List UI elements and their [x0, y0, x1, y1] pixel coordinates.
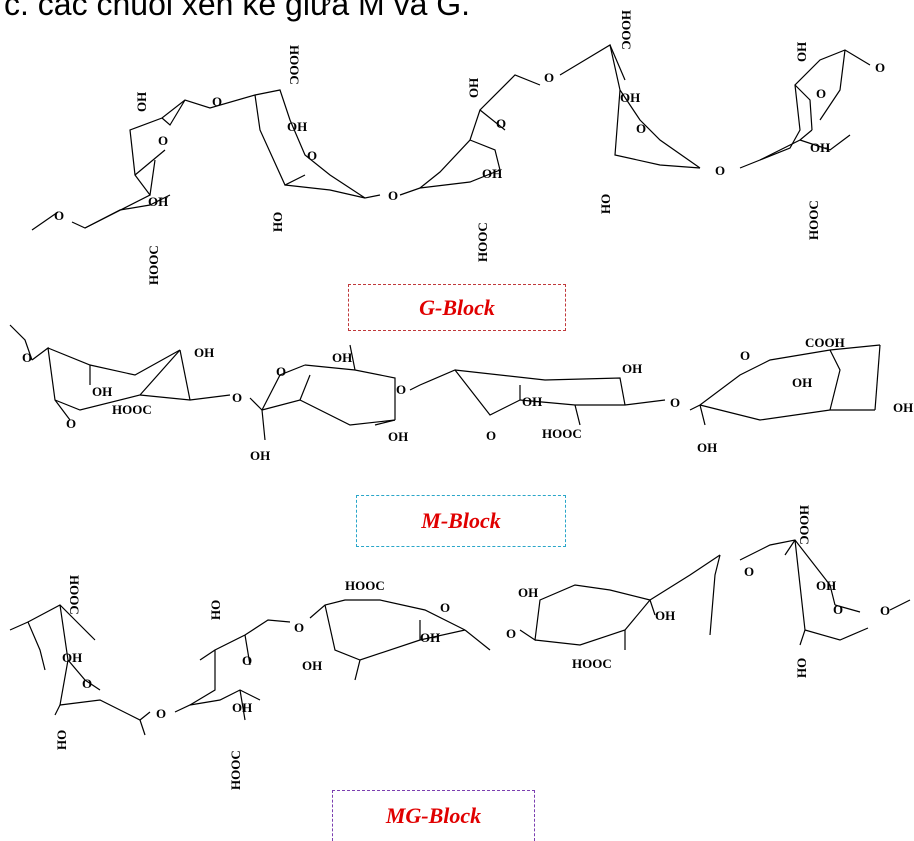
mg-block-label: MG-Block: [332, 790, 535, 841]
m-oh-label: OH: [792, 375, 812, 390]
m-oh-label: OH: [522, 394, 542, 409]
g-oh-label: OH: [810, 140, 830, 155]
caption-text: c. các chuỗi xen kẽ giữa M và G.: [4, 0, 471, 22]
m-hooc-label: HOOC: [112, 402, 152, 417]
m-oh-label: OH: [622, 361, 642, 376]
mg-o-label: O: [156, 706, 166, 721]
g-o-label: O: [307, 148, 317, 163]
g-oh-label: OH: [794, 42, 809, 62]
m-o-label: O: [276, 364, 286, 379]
mg-oh-label: OH: [302, 658, 322, 673]
mg-block-labels: HOOC OH O HO O HO O OH HOOC O HOOC O OH …: [54, 505, 890, 790]
mg-o-label: O: [82, 676, 92, 691]
mg-o-label: O: [833, 602, 843, 617]
m-oh-label: OH: [194, 345, 214, 360]
m-oh-label: OH: [388, 429, 408, 444]
m-block-labels: O OH OH HOOC O O O OH OH OH O OH OH HOOC…: [22, 335, 913, 463]
g-o-label: O: [544, 70, 554, 85]
g-hooc-label: HOOC: [806, 200, 821, 240]
g-hooc-label: HOOC: [287, 45, 302, 85]
mg-hooc-label: HOOC: [345, 578, 385, 593]
mg-oh-label: OH: [62, 650, 82, 665]
g-o-label: O: [388, 188, 398, 203]
g-block-labels: OH O OH HOOC O O HOOC OH O HO O OH O OH …: [54, 10, 885, 285]
g-hooc-label: HOOC: [146, 245, 161, 285]
mg-oh-label: OH: [518, 585, 538, 600]
mg-ho-label: HO: [54, 730, 69, 750]
mg-o-label: O: [744, 564, 754, 579]
m-o-label: O: [396, 382, 406, 397]
m-o-label: O: [740, 348, 750, 363]
mg-oh-label: OH: [232, 700, 252, 715]
g-o-label: O: [816, 86, 826, 101]
g-o-label: O: [715, 163, 725, 178]
m-oh-label: OH: [332, 350, 352, 365]
g-block-structure: [31, 44, 871, 231]
g-o-label: O: [54, 208, 64, 223]
g-o-label: O: [496, 116, 506, 131]
g-o-label: O: [158, 133, 168, 148]
g-oh-label: OH: [466, 78, 481, 98]
mg-hooc-label: HOOC: [67, 575, 82, 615]
mg-o-label: O: [880, 603, 890, 618]
g-block-label: G-Block: [348, 284, 566, 331]
m-oh-label: OH: [250, 448, 270, 463]
m-block-label: M-Block: [356, 495, 566, 547]
g-ho-label: HO: [270, 212, 285, 232]
m-oh-label: OH: [697, 440, 717, 455]
g-oh-label: OH: [287, 119, 307, 134]
mg-o-label: O: [440, 600, 450, 615]
g-o-label: O: [875, 60, 885, 75]
m-cooh-label: COOH: [805, 335, 845, 350]
m-o-label: O: [670, 395, 680, 410]
m-o-label: O: [232, 390, 242, 405]
m-block-structure: [9, 324, 881, 441]
mg-oh-label: OH: [655, 608, 675, 623]
mg-hooc-label: HOOC: [228, 750, 243, 790]
m-o-label: O: [22, 350, 32, 365]
g-hooc-label: HOOC: [619, 10, 634, 50]
m-hooc-label: HOOC: [542, 426, 582, 441]
g-hooc-label: HOOC: [475, 222, 490, 262]
g-o-label: O: [212, 94, 222, 109]
mg-ho-label: HO: [794, 658, 809, 678]
mg-o-label: O: [506, 626, 516, 641]
mg-hooc-label: HOOC: [572, 656, 612, 671]
g-oh-label: OH: [134, 92, 149, 112]
mg-o-label: O: [242, 653, 252, 668]
g-oh-label: OH: [482, 166, 502, 181]
g-ho-label: HO: [598, 194, 613, 214]
m-o-label: O: [66, 416, 76, 431]
m-oh-label: OH: [92, 384, 112, 399]
m-oh-label: OH: [893, 400, 913, 415]
mg-oh-label: OH: [420, 630, 440, 645]
m-o-label: O: [486, 428, 496, 443]
mg-block-structure: [9, 539, 911, 736]
mg-hooc-label: HOOC: [797, 505, 812, 545]
g-oh-label: OH: [620, 90, 640, 105]
mg-o-label: O: [294, 620, 304, 635]
mg-oh-label: OH: [816, 578, 836, 593]
mg-ho-label: HO: [208, 600, 223, 620]
g-o-label: O: [636, 121, 646, 136]
g-oh-label: OH: [148, 194, 168, 209]
